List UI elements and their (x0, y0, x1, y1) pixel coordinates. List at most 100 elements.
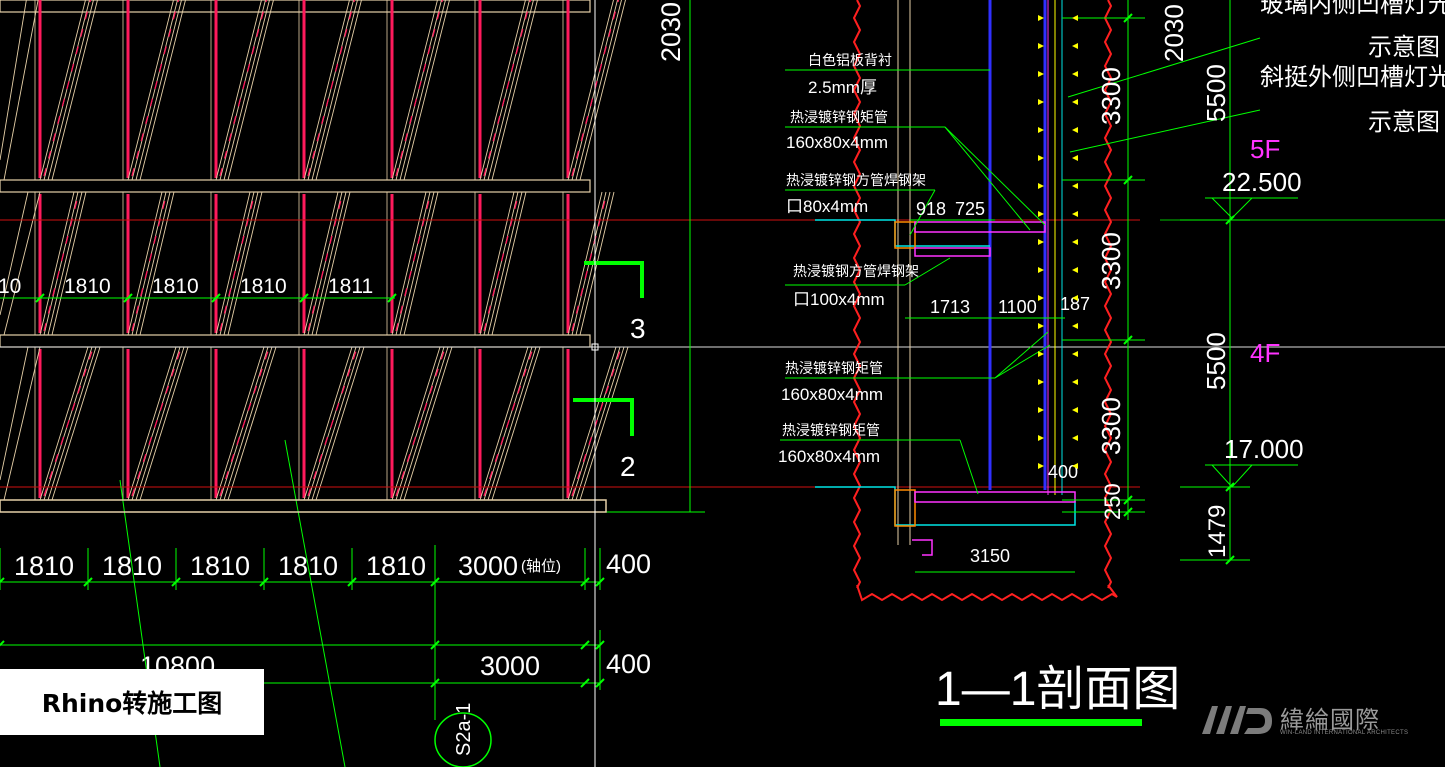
logo-english-name: WIN-LAND INTERNATIONAL ARCHITECTS (1280, 730, 1409, 736)
diagonal-fin (39, 191, 75, 336)
facade-base (0, 499, 607, 513)
section-dim: 400 (1048, 462, 1078, 482)
logo-mark-icon (1202, 706, 1272, 734)
snap-marker[interactable] (591, 343, 599, 351)
diagonal-fin (391, 191, 427, 336)
dim-second-label: 400 (606, 649, 651, 679)
diagonal-fin (579, 0, 626, 181)
slab-hatch-5f (894, 221, 916, 249)
note-leader (1067, 37, 1261, 98)
diagonal-fin (215, 346, 265, 501)
diagonal-fin (567, 0, 614, 181)
diagonal-fin (215, 0, 262, 181)
section-marker-number: 2 (620, 451, 636, 482)
beam-5f (914, 221, 1046, 233)
diagonal-fin (487, 346, 537, 501)
slab-hatch-4f (894, 489, 916, 527)
dim-row-label: 1810 (152, 275, 199, 298)
section-label: 160x80x4mm (786, 133, 888, 152)
diagonal-fin (51, 346, 101, 501)
dim-row-label: 1810 (240, 275, 287, 298)
diagonal-fin (479, 0, 526, 181)
diagonal-fin (223, 0, 270, 181)
diagonal-fin (51, 191, 87, 336)
diagonal-fin (403, 346, 453, 501)
diagonal-fin (315, 0, 362, 181)
section-label: 热浸镀钢方管焊钢架 (793, 263, 919, 279)
label-leader (994, 344, 1051, 379)
dim-bottom-labels: 1810 1810 1810 1810 1810 3000 (轴位) 400 1… (14, 549, 651, 681)
dim-bottom-label: (轴位) (521, 558, 561, 575)
company-logo: 緯綸國際 WIN-LAND INTERNATIONAL ARCHITECTS (1200, 698, 1408, 742)
beam-4f (914, 491, 1076, 503)
caption-text: Rhino转施工图 (41, 689, 223, 718)
diagonal-fin (579, 346, 629, 501)
diagonal-fin (399, 191, 435, 336)
diagonal-fin (399, 346, 449, 501)
callout-text: S2a-1 (453, 703, 475, 756)
diagonal-fin (307, 191, 343, 336)
diagonal-fin (139, 346, 189, 501)
dim-bottom-label: 1810 (14, 551, 74, 581)
callout-bubble[interactable]: S2a-1 (434, 703, 492, 767)
section-dim: 1100 (998, 297, 1037, 317)
section-marker-3[interactable]: 3 (584, 261, 646, 344)
diagonal-fin (39, 346, 89, 501)
section-dim: 725 (955, 199, 985, 219)
small-bracket (912, 539, 933, 556)
diagonal-fin (307, 0, 354, 181)
diagonal-fin (479, 346, 529, 501)
section-title-underline (940, 719, 1142, 726)
section-title: 1—1剖面图 (935, 663, 1180, 716)
diagonal-fin (219, 0, 266, 181)
section-label: 口80x4mm (786, 197, 868, 216)
section-label: 热浸镀锌钢方管焊钢架 (786, 172, 926, 188)
vertical-dim: 2030 (1159, 4, 1189, 62)
dim-bottom-label: 400 (606, 549, 651, 579)
label-leader (909, 189, 936, 236)
section-label: 白色铝板背衬 (808, 52, 892, 68)
diagonal-fin (303, 191, 339, 336)
diagonal-fin (219, 191, 255, 336)
beam-5f-lower (914, 247, 991, 257)
vertical-dim: 3300 (1096, 232, 1126, 290)
diagonal-fin (47, 346, 97, 501)
transom (0, 179, 591, 193)
section-label: 160x80x4mm (781, 385, 883, 404)
diagonal-fin (315, 346, 365, 501)
transom (0, 0, 591, 13)
diagonal-fin (39, 0, 86, 181)
dim-bottom-label: 3000 (458, 551, 518, 581)
diagonal-fin (395, 191, 431, 336)
break-line-right (1103, 0, 1113, 589)
label-leader (944, 126, 1046, 226)
diagonal-fin (487, 191, 523, 336)
vertical-dim: 5500 (1201, 332, 1231, 390)
dim-row-label: 10 (0, 275, 21, 298)
diagonal-fin (395, 0, 442, 181)
diagonal-fin (43, 0, 90, 181)
dim-bottom-label: 1810 (190, 551, 250, 581)
level-value: 17.000 (1224, 434, 1304, 464)
diagonal-fin (135, 191, 171, 336)
diagonal-fin (127, 191, 163, 336)
level-4f: 4F 17.000 (1205, 338, 1304, 488)
diagonal-fin (43, 191, 79, 336)
diagonal-fin (127, 346, 177, 501)
diagonal-fin (135, 346, 185, 501)
break-line-bottom (856, 584, 1118, 602)
diagonal-fin (575, 0, 622, 181)
vertical-dim: 5500 (1201, 64, 1231, 122)
diagonal-fin (131, 0, 178, 181)
diagonal-fin (483, 0, 530, 181)
right-note: 示意图 (1368, 109, 1440, 136)
note-leader (1069, 109, 1261, 153)
label-leader (959, 439, 979, 495)
section-marker-2[interactable]: 2 (573, 398, 636, 482)
diagonal-fin (303, 0, 350, 181)
vertical-dim: 250 (1100, 483, 1125, 520)
level-value: 22.500 (1222, 167, 1302, 197)
leader-line (284, 439, 346, 767)
diagonal-fin (491, 191, 527, 336)
